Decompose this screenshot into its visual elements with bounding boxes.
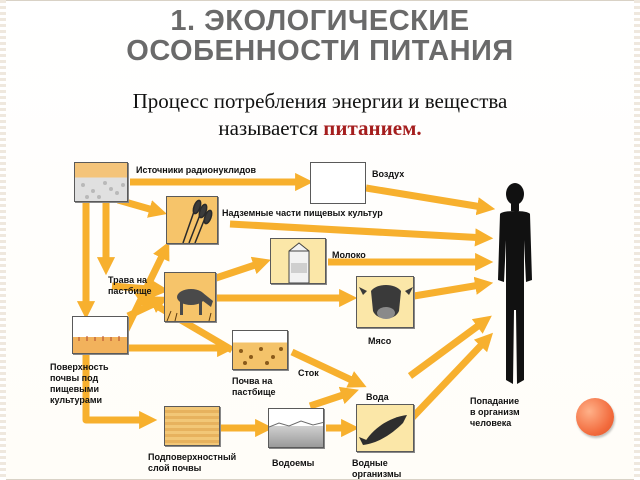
arrow-crops-human [229,220,494,247]
label-aquatic-1: Водные [352,458,388,468]
label-soil-surface-2: почвы под [50,373,99,383]
arrow-runoff-water [290,348,367,388]
air-box [310,162,366,204]
label-pasture-soil: Почва на пастбище [232,376,276,398]
label-pasture-grass-2: пастбище [108,286,152,296]
milk-carton-icon [288,242,310,283]
grazing-cow-icon [166,289,213,321]
slide-title: 1. ЭКОЛОГИЧЕСКИЕ ОСОБЕННОСТИ ПИТАНИЯ [40,6,600,66]
label-soil-surface: Поверхность почвы под пищевыми культурам… [50,362,109,406]
subtitle-emphasis: питанием. [323,116,422,140]
cow-head-icon [359,285,413,319]
label-soil-surface-1: Поверхность [50,362,109,372]
label-meat: Мясо [368,336,392,346]
label-soil-surface-3: пищевыми [50,384,99,394]
label-milk: Молоко [332,250,366,260]
wheat-icon [182,199,213,243]
label-aquatic-2: организмы [352,469,402,479]
cow-grazing-box [164,272,216,322]
label-subsurface-2: слой почвы [148,463,202,473]
soil-surface-box [72,316,128,354]
arrow-soilsurface-down [82,350,158,430]
arrow-cow-milk [208,256,271,284]
label-human: Попадание в организм человека [470,396,520,429]
subsurface-box [164,406,220,446]
arrow-grass-cow [111,280,170,299]
crops-box [166,196,218,244]
label-human-2: в организм [470,407,520,417]
subtitle-line-1: Процесс потребления энергии и вещества [132,89,508,113]
decorative-orange-circle [576,398,614,436]
label-subsurface-1: Подповерхностный [148,452,237,462]
arrow-air-human [365,184,496,216]
label-pasture-soil-2: пастбище [232,387,276,397]
sources-box [74,162,128,202]
label-pasture-grass: Трава на пастбище [108,275,152,297]
meat-box [356,276,414,328]
pasture-soil-box [232,330,288,370]
reservoirs-box [268,408,324,448]
fish-icon [359,415,407,445]
reservoir-icon [269,420,323,428]
milk-box [270,238,326,284]
left-border-band [0,0,6,480]
particles-icon [81,181,125,199]
arrow-aquatic-human [409,332,494,421]
title-line-2: ОСОБЕННОСТИ ПИТАНИЯ [126,35,514,67]
right-border-band [634,0,640,480]
arrow-sources-crops [117,196,167,218]
label-reservoirs: Водоемы [272,458,315,468]
label-crops: Надземные части пищевых культур [222,208,383,218]
arrow-soilsurface-cow [126,296,169,320]
slide-subtitle: Процесс потребления энергии и вещества н… [40,88,600,142]
arrow-reservoirs-water [308,386,359,410]
subtitle-prefix: называется [218,116,319,140]
human-silhouette [498,183,532,384]
label-human-1: Попадание [470,396,520,406]
title-line-1: 1. ЭКОЛОГИЧЕСКИЕ [170,5,470,37]
arrow-water-human [407,315,492,379]
label-runoff: Сток [298,368,319,378]
label-air: Воздух [372,169,405,179]
label-water: Вода [366,392,389,402]
label-sources: Источники радионуклидов [136,165,257,175]
label-human-3: человека [470,418,512,428]
aquatic-box [356,404,414,452]
label-pasture-soil-1: Почва на [232,376,273,386]
label-aquatic: Водные организмы [352,458,401,480]
soil-surface-icon [78,336,120,341]
pasture-soil-icon [239,347,283,365]
arrow-meat-human [413,276,494,300]
label-soil-surface-4: культурами [50,395,103,405]
label-subsurface: Подповерхностный слой почвы [148,452,236,474]
label-pasture-grass-1: Трава на [108,275,148,285]
subtitle-line-2: называется питанием. [40,115,600,142]
